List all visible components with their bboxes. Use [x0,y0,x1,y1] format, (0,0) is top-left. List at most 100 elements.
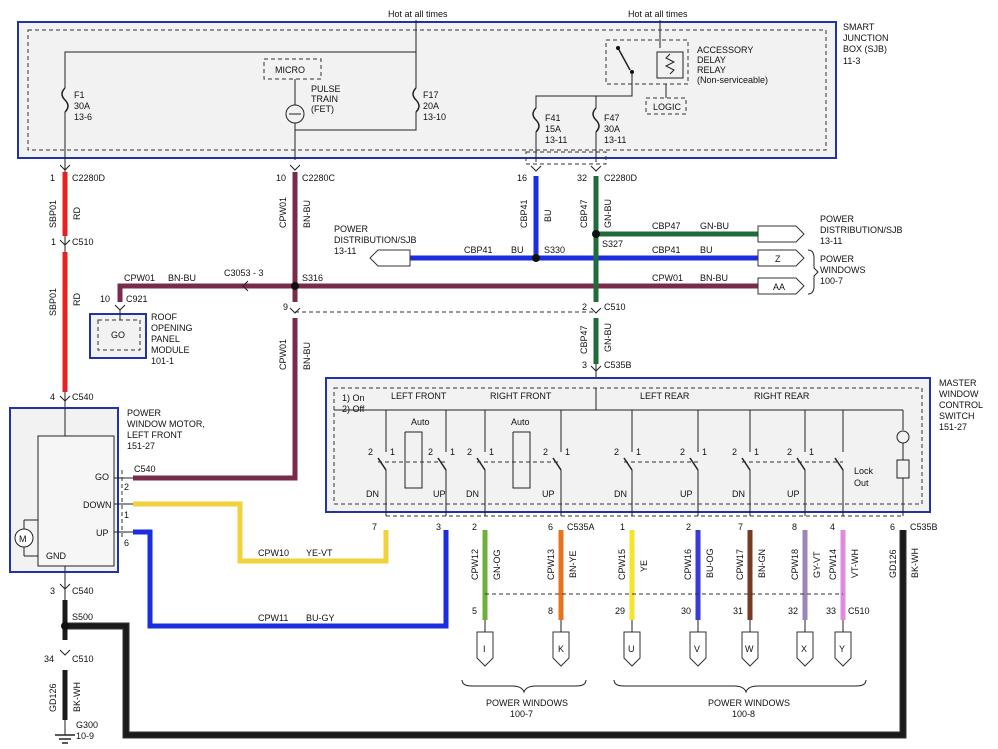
gnbu-vlabel-1: GN-BU [603,199,613,228]
sw-pin-g: 2 [543,447,548,457]
sjb-ref: 11-3 [843,56,860,66]
right-rear-label: RIGHT REAR [754,391,810,401]
cbp41-hlabel-2: CBP41 [652,245,681,255]
micro-label: MICRO [275,65,305,75]
wire-cpw01-roof [117,283,295,302]
pin-32: 32 [577,173,587,183]
out-pin-2a: 2 [472,522,477,532]
out-pin-1: 1 [620,522,625,532]
mws-label-2: WINDOW [939,389,979,399]
f41-ref: 13-11 [545,135,567,145]
cpw13-label: CPW13 [546,549,556,580]
connector-pd-left [369,249,411,267]
sw-pin-d: 1 [450,447,455,457]
pin-30: 30 [681,606,691,616]
left-front-label: LEFT FRONT [391,391,447,401]
cpw11-label: CPW11 [258,613,288,623]
connector-k [552,631,570,667]
connector-z-label: Z [775,254,781,264]
off-legend: 2) Off [342,404,365,414]
fuse-f47 [592,107,600,133]
gd126-label-1: GD126 [888,549,898,578]
mws-label-3: CONTROL [939,400,983,410]
motor-label-1: POWER [127,408,162,418]
sw-pin-p: 1 [809,447,814,457]
pin-31: 31 [733,606,743,616]
fuse-f17 [412,87,420,113]
pd-left-2: DISTRIBUTION/SJB [334,235,417,245]
lock-label-2: Out [854,478,869,488]
sw-pin-m: 2 [732,447,737,457]
hot-label-2: Hot at all times [628,9,688,19]
connector-u-label: U [628,644,635,654]
sw-pin-e: 2 [467,447,472,457]
brace-pw-100-7 [461,679,587,694]
bnbu-hlabel-2: BN-BU [168,273,196,283]
right-front-label: RIGHT FRONT [490,391,552,401]
master-window-control-switch [325,377,931,513]
c535b-label-1: C535B [604,360,632,370]
wire-cpw11 [133,529,449,629]
bnye-label: BN-YE [568,550,578,578]
cbp41-vlabel: CBP41 [519,199,529,228]
wire-gd126-right-core [65,530,906,738]
bu-vlabel: BU [543,209,553,222]
c2280c-label: C2280C [302,173,336,183]
wire-cpw01-lower [133,318,298,481]
connector-x-label: X [801,644,807,654]
connector-aa [757,277,805,295]
motor-label-3: LEFT FRONT [127,430,183,440]
f47-label: F47 [604,113,620,123]
sw-pin-h: 1 [565,447,570,457]
bkwh-label-2: BK-WH [72,682,82,712]
out-pin-4: 4 [830,522,835,532]
sw-pin-k: 2 [680,447,685,457]
up-4: UP [787,489,800,499]
rd-label-1: RD [72,207,82,220]
f47-amps: 30A [604,124,620,134]
power-window-motor: GO DOWN UP GND M [9,407,133,573]
motor-label-4: 151-27 [127,441,155,451]
cpw15-label: CPW15 [617,549,627,580]
sw-pin-a: 2 [368,447,373,457]
pulse-label-2: TRAIN [311,94,338,104]
up-2: UP [542,489,555,499]
pin-34: 34 [44,654,54,664]
out-pin-6b: 6 [890,522,895,532]
dn-3: DN [614,489,627,499]
cpw01-vlabel-2: CPW01 [278,339,288,370]
f41-label: F41 [545,113,561,123]
connector-k-label: K [558,644,564,654]
s330-label: S330 [544,245,565,255]
bottom-connectors [476,620,852,667]
pin-1: 1 [50,173,55,183]
bu-hlabel-2: BU [700,245,713,255]
pin-2-c510: 2 [582,302,587,312]
wire-cpw10 [133,501,389,564]
up-terminal-label: UP [96,528,109,538]
out-pin-7b: 7 [738,522,743,532]
c535b-label-2: C535B [910,522,938,532]
connector-i [476,631,494,667]
connector-v-label: V [694,644,700,654]
c540-label-2: C540 [134,464,156,474]
up-1: UP [433,489,446,499]
sw-pin-f: 1 [489,447,494,457]
s316-label: S316 [302,273,323,283]
pin-1-down: 1 [124,510,129,520]
connector-pd-right [757,225,805,243]
pw-bottom-2-ref: 100-8 [732,709,755,719]
roof-label-3: PANEL [151,334,180,344]
pw-right-3: 100-7 [820,276,843,286]
roof-opening-panel-module: GO [89,310,147,359]
rd-label-2: RD [72,293,82,306]
logic-label: LOGIC [653,102,682,112]
sw-pin-l: 1 [702,447,707,457]
c540-label-3: C540 [72,586,94,596]
bnbu-vlabel-1: BN-BU [302,200,312,228]
buog-label: BU-OG [705,548,715,578]
motor-icon-label: M [19,534,27,544]
pin-32b: 32 [788,606,798,616]
lock-label-1: Lock [854,466,874,476]
relay-label-1: ACCESSORY [697,45,753,55]
